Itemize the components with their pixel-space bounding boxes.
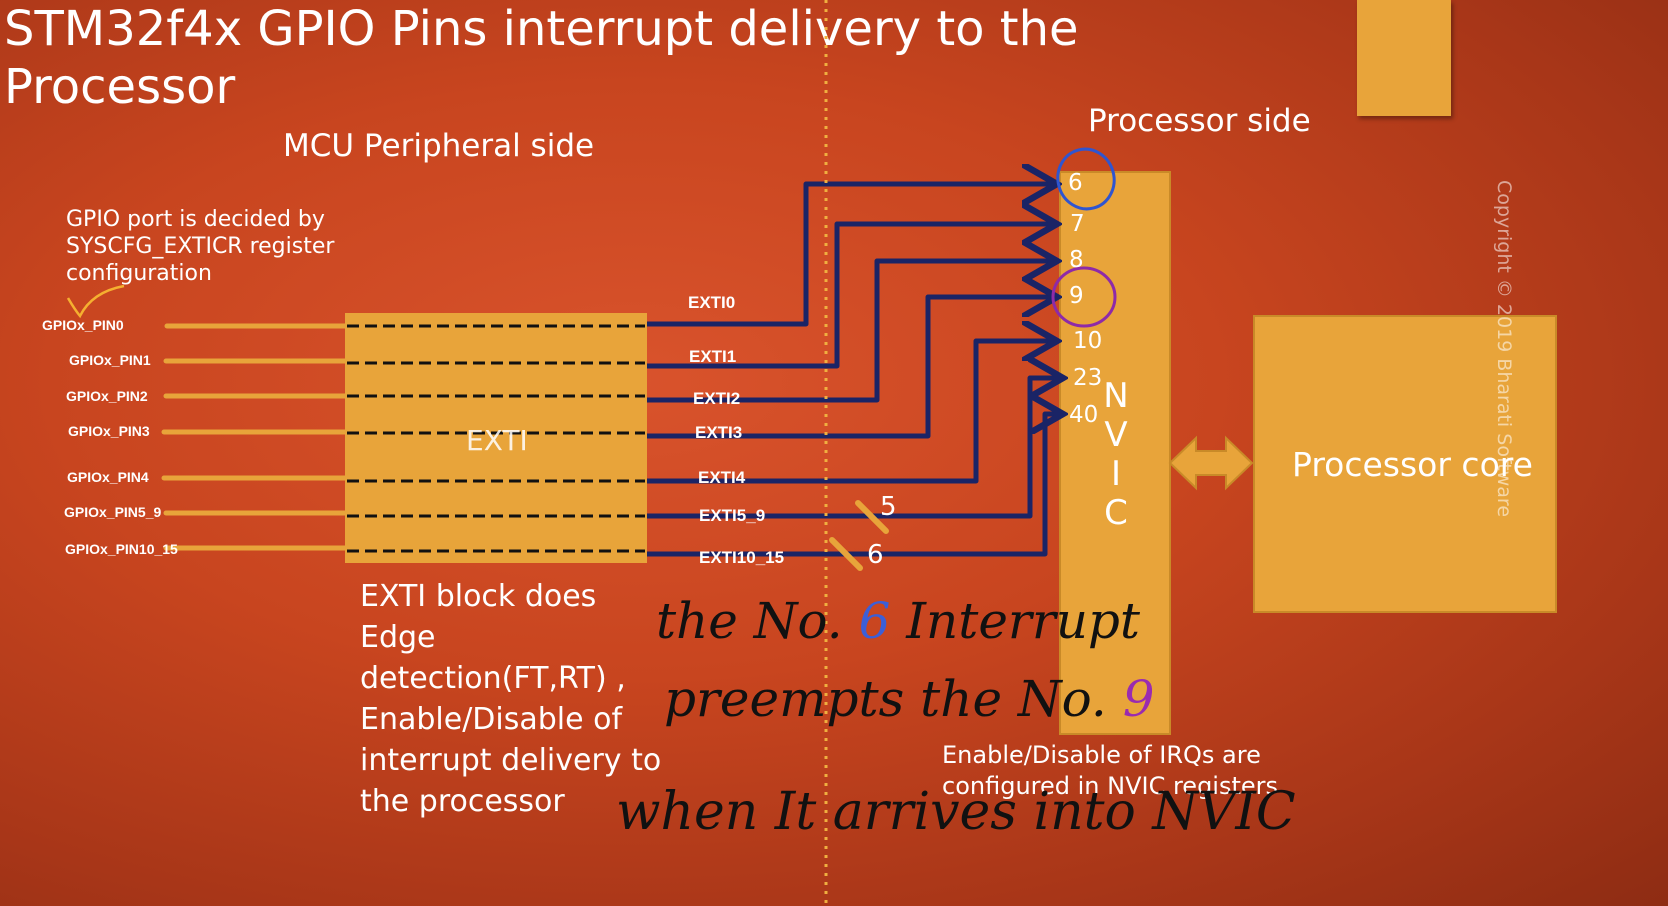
exti1-arrow	[647, 224, 1052, 369]
exti-block	[345, 313, 647, 563]
irq-number: 8	[1069, 247, 1084, 273]
handwritten-line-2: preempts the No. 9	[664, 670, 1155, 728]
gpio-note-line: configuration	[66, 261, 212, 286]
exti0-arrow	[647, 184, 1052, 327]
exti-line-label: EXTI3	[695, 423, 743, 442]
mcu-side-heading: MCU Peripheral side	[283, 128, 595, 164]
handwritten-line-3: when It arrives into NVIC	[616, 782, 1296, 842]
exti5-9-arrow	[647, 378, 1058, 519]
circle-highlight-irq6	[1056, 147, 1116, 211]
nvic-letter: N	[1103, 376, 1129, 416]
irq-number: 23	[1073, 365, 1103, 391]
pin-label: GPIOx_PIN3	[68, 423, 150, 439]
bidirectional-arrow	[1168, 435, 1254, 491]
decorative-block	[1357, 0, 1451, 116]
exti4-arrow	[647, 341, 1052, 484]
exti2-arrow	[647, 261, 1052, 403]
irq-number: 6	[1068, 170, 1083, 196]
nvic-note-line: configured in NVIC registers	[942, 772, 1279, 800]
bus-slash-mark	[829, 537, 863, 571]
nvic-note-line: Enable/Disable of IRQs are	[942, 741, 1261, 769]
exti-line-label: EXTI2	[693, 389, 741, 408]
checkmark-icon	[66, 284, 125, 319]
irq-number: 9	[1069, 283, 1084, 309]
gpio-note-line: SYSCFG_EXTICR register	[66, 234, 335, 259]
exti-description: EXTI block does Edge detection(FT,RT) , …	[360, 576, 661, 822]
exti-line-label: EXTI0	[688, 293, 736, 312]
pin-label: GPIOx_PIN2	[66, 388, 148, 404]
nvic-letter: V	[1104, 415, 1128, 455]
description-line: Enable/Disable of	[360, 702, 623, 737]
bus-slash-mark	[855, 500, 889, 534]
pin-label: GPIOx_PIN0	[42, 317, 124, 333]
exti-block-label: EXTI	[466, 424, 528, 457]
exti-line-label: EXTI4	[698, 468, 746, 487]
pin-label: GPIOx_PIN5_9	[64, 504, 162, 520]
handwriting-text: Interrupt	[906, 592, 1141, 650]
exti3-arrow	[647, 297, 1052, 439]
bus-count: 5	[880, 492, 897, 522]
processor-core-block	[1253, 315, 1557, 613]
gpio-note-line: GPIO port is decided by	[66, 207, 325, 232]
slide-title: STM32f4x GPIO Pins interrupt delivery to…	[4, 1, 1079, 115]
nvic-block	[1059, 171, 1171, 735]
exti-line-label: EXTI5_9	[699, 506, 766, 525]
irq-number: 10	[1073, 328, 1103, 354]
nvic-letter: C	[1104, 493, 1128, 533]
exti-line-label: EXTI1	[689, 347, 737, 366]
handwriting-number-6: 6	[858, 592, 891, 650]
description-line: the processor	[360, 784, 565, 819]
irq-number: 40	[1069, 402, 1099, 428]
handwriting-text: preempts the No.	[664, 670, 1107, 728]
processor-core-label: Processor core	[1292, 445, 1533, 484]
pin-label: GPIOx_PIN1	[69, 352, 151, 368]
description-line: detection(FT,RT) ,	[360, 661, 626, 696]
handwriting-number-9: 9	[1122, 670, 1155, 728]
pin-label: GPIOx_PIN4	[67, 469, 149, 485]
copyright-text: Copyright © 2019 Bharati Software	[1493, 180, 1515, 518]
nvic-letter: I	[1110, 454, 1122, 494]
processor-side-heading: Processor side	[1088, 103, 1311, 139]
irq-number: 7	[1070, 211, 1085, 237]
pin-label: GPIOx_PIN10_15	[65, 541, 178, 557]
handwritten-line-1: the No. 6 Interrupt	[656, 592, 1140, 650]
description-line: EXTI block does	[360, 579, 597, 614]
gpio-port-note: GPIO port is decided by SYSCFG_EXTICR re…	[66, 206, 334, 287]
nvic-note: Enable/Disable of IRQs are configured in…	[942, 740, 1278, 802]
description-line: interrupt delivery to	[360, 743, 662, 778]
bus-count: 6	[867, 540, 884, 570]
circle-highlight-irq9	[1051, 266, 1117, 328]
description-line: Edge	[360, 620, 436, 655]
handwriting-text: the No.	[656, 592, 843, 650]
exti-line-label: EXTI10_15	[699, 548, 785, 567]
